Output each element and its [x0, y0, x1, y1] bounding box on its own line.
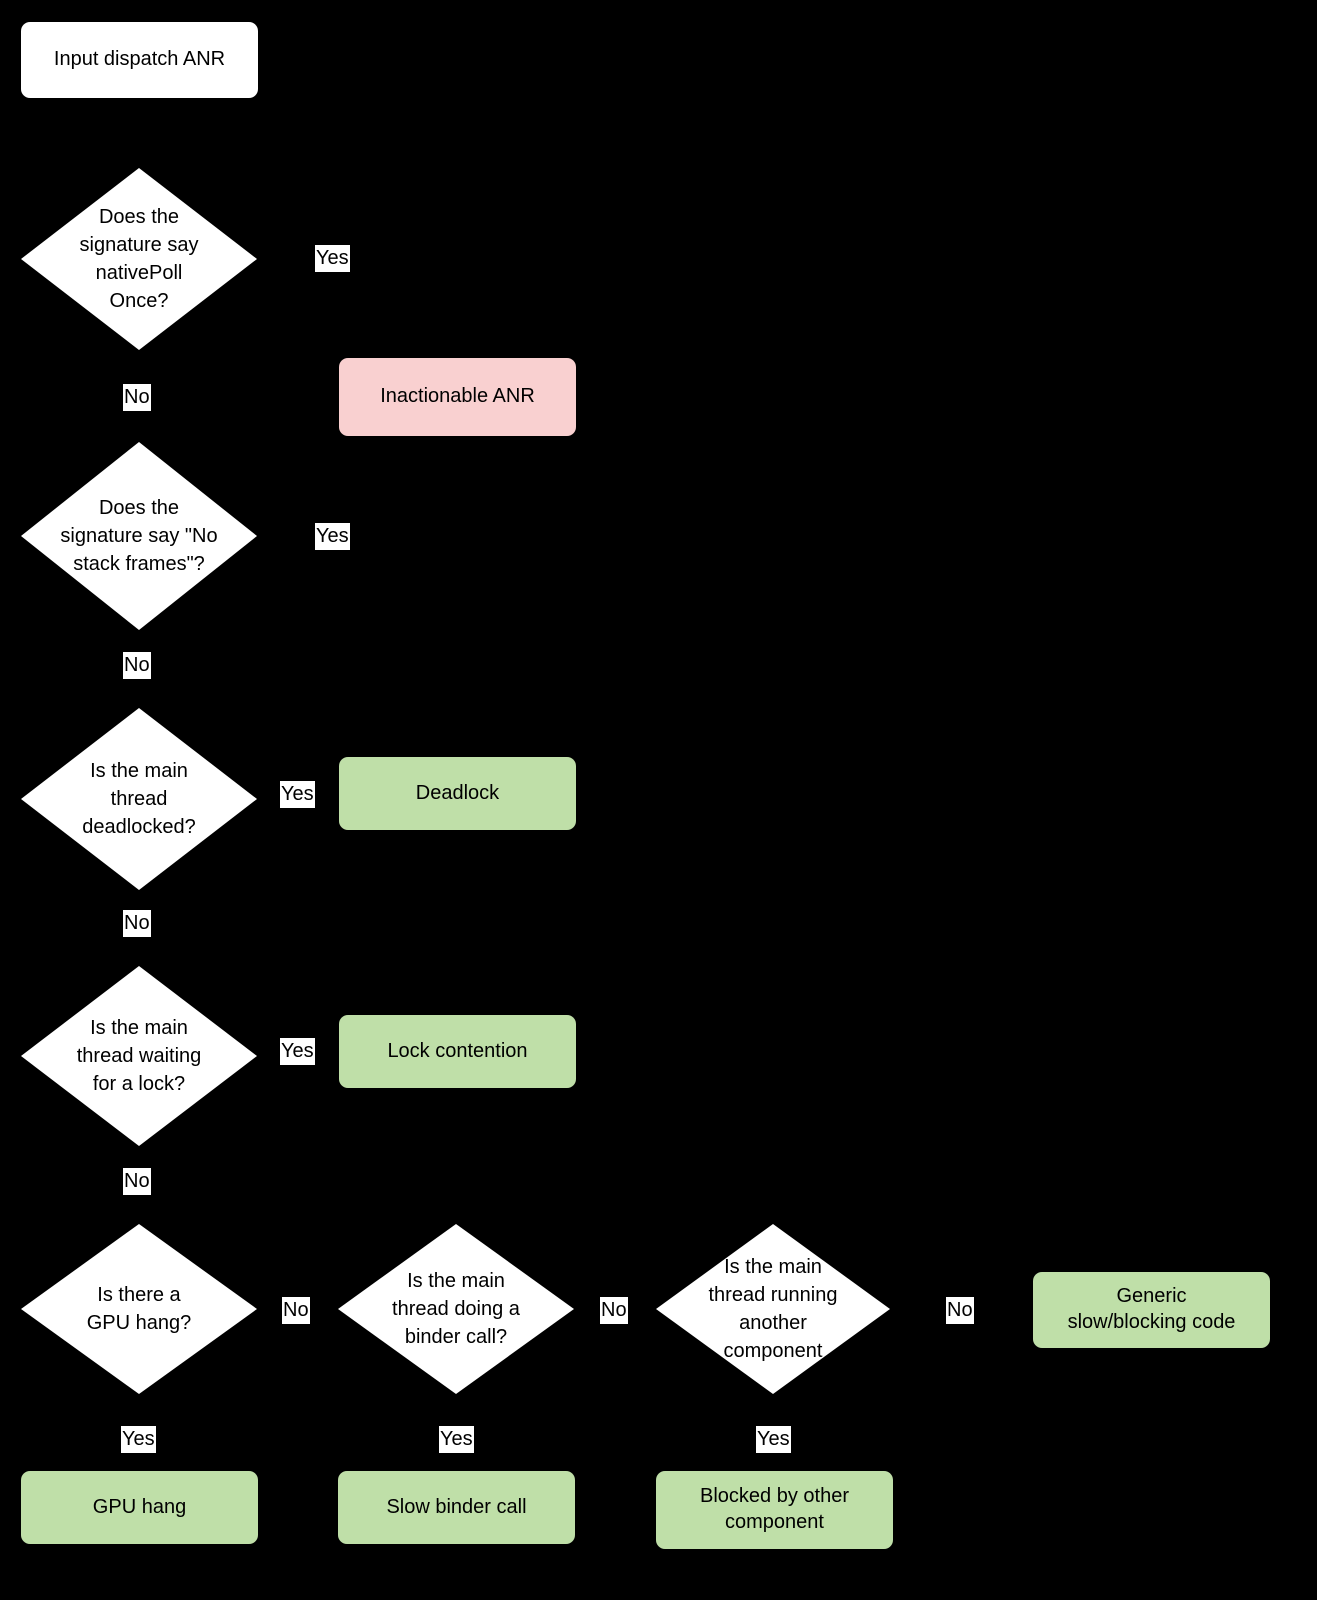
- node-deadlock[interactable]: Deadlock: [339, 757, 576, 830]
- node-blocked-by-other-component[interactable]: Blocked by other component: [656, 1471, 893, 1549]
- decision-native-poll-once[interactable]: Does the signature say nativePoll Once?: [21, 168, 257, 350]
- diamond-shape: [21, 442, 257, 630]
- diamond-shape: [21, 708, 257, 890]
- node-start[interactable]: Input dispatch ANR: [21, 22, 258, 98]
- diamond-shape: [21, 966, 257, 1146]
- edge-label-nostackframes-no: No: [123, 652, 151, 679]
- edge-label-other-component-no: No: [946, 1297, 974, 1324]
- edge-label-gpu-hang-no: No: [282, 1297, 310, 1324]
- node-generic-slow-blocking-code[interactable]: Generic slow/blocking code: [1033, 1272, 1270, 1348]
- edge-label-nativepollonce-no: No: [123, 384, 151, 411]
- edge-label-binder-call-no: No: [600, 1297, 628, 1324]
- decision-no-stack-frames[interactable]: Does the signature say "No stack frames"…: [21, 442, 257, 630]
- edge-label-deadlocked-yes: Yes: [280, 781, 315, 808]
- diamond-shape: [656, 1224, 890, 1394]
- edge-label-nostackframes-yes: Yes: [315, 523, 350, 550]
- edge-label-nativepollonce-yes: Yes: [315, 245, 350, 272]
- decision-running-other-component[interactable]: Is the main thread running another compo…: [656, 1224, 890, 1394]
- edge-label-binder-call-yes: Yes: [439, 1426, 474, 1453]
- decision-main-thread-deadlocked[interactable]: Is the main thread deadlocked?: [21, 708, 257, 890]
- node-gpu-hang[interactable]: GPU hang: [21, 1471, 258, 1544]
- diamond-shape: [338, 1224, 574, 1394]
- diamond-shape: [21, 1224, 257, 1394]
- node-slow-binder-call[interactable]: Slow binder call: [338, 1471, 575, 1544]
- node-lock-contention[interactable]: Lock contention: [339, 1015, 576, 1088]
- decision-gpu-hang[interactable]: Is there a GPU hang?: [21, 1224, 257, 1394]
- diamond-shape: [21, 168, 257, 350]
- edge-label-waiting-lock-yes: Yes: [280, 1038, 315, 1065]
- decision-main-thread-waiting-lock[interactable]: Is the main thread waiting for a lock?: [21, 966, 257, 1146]
- edge-label-gpu-hang-yes: Yes: [121, 1426, 156, 1453]
- decision-binder-call[interactable]: Is the main thread doing a binder call?: [338, 1224, 574, 1394]
- edge-label-other-component-yes: Yes: [756, 1426, 791, 1453]
- edge-label-deadlocked-no: No: [123, 910, 151, 937]
- node-inactionable-anr[interactable]: Inactionable ANR: [339, 358, 576, 436]
- edge-label-waiting-lock-no: No: [123, 1168, 151, 1195]
